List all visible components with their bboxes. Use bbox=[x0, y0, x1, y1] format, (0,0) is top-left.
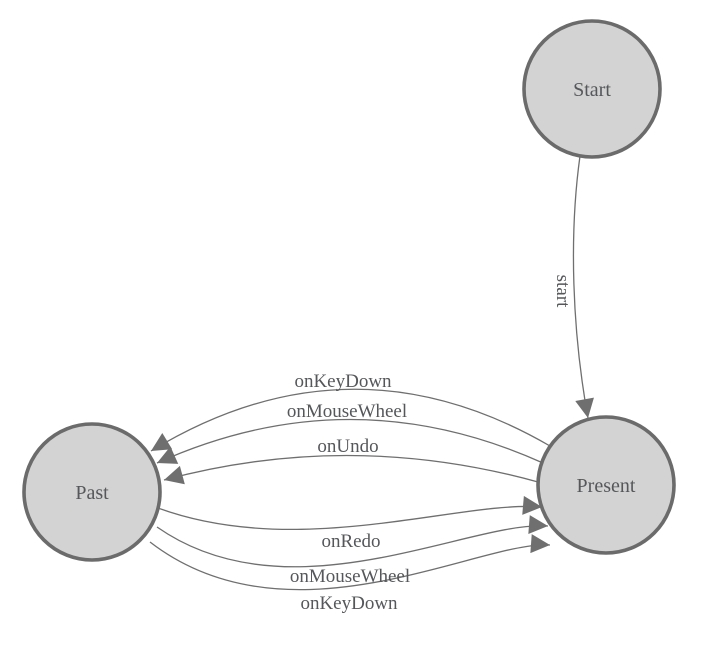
edge-start-to-present bbox=[572, 155, 594, 419]
edge-label-onundo: onUndo bbox=[317, 436, 378, 457]
edge-label-onmousewheel-top: onMouseWheel bbox=[287, 401, 407, 422]
state-node-present-circle[interactable] bbox=[536, 415, 676, 555]
edge-label-onkeydown-bottom: onKeyDown bbox=[300, 593, 398, 614]
edge-label-onredo: onRedo bbox=[321, 531, 380, 552]
state-node-past-circle[interactable] bbox=[22, 422, 162, 562]
edge-past-to-present-onredo bbox=[157, 495, 543, 530]
edge-present-to-past-onundo bbox=[163, 454, 539, 485]
edge-labels: start onKeyDown onMouseWheel onUndo onRe… bbox=[287, 275, 573, 614]
edge-label-onkeydown-top: onKeyDown bbox=[294, 371, 392, 392]
state-node-past[interactable]: Past bbox=[22, 422, 162, 562]
state-node-present[interactable]: Present bbox=[536, 415, 676, 555]
state-node-start-label: Start bbox=[573, 79, 611, 101]
transition-edges bbox=[149, 155, 594, 591]
edge-label-start: start bbox=[552, 275, 573, 308]
edge-label-onmousewheel-bottom: onMouseWheel bbox=[290, 566, 410, 587]
state-node-present-label: Present bbox=[577, 475, 636, 497]
edge-present-to-past-onmousewheel bbox=[156, 418, 544, 464]
state-node-start[interactable]: Start bbox=[522, 19, 662, 159]
edge-past-to-present-onkeydown bbox=[149, 534, 551, 591]
state-node-start-circle[interactable] bbox=[522, 19, 662, 159]
edge-present-to-past-onkeydown bbox=[150, 388, 551, 452]
edge-past-to-present-onmousewheel bbox=[156, 515, 549, 568]
state-node-past-label: Past bbox=[75, 482, 109, 504]
